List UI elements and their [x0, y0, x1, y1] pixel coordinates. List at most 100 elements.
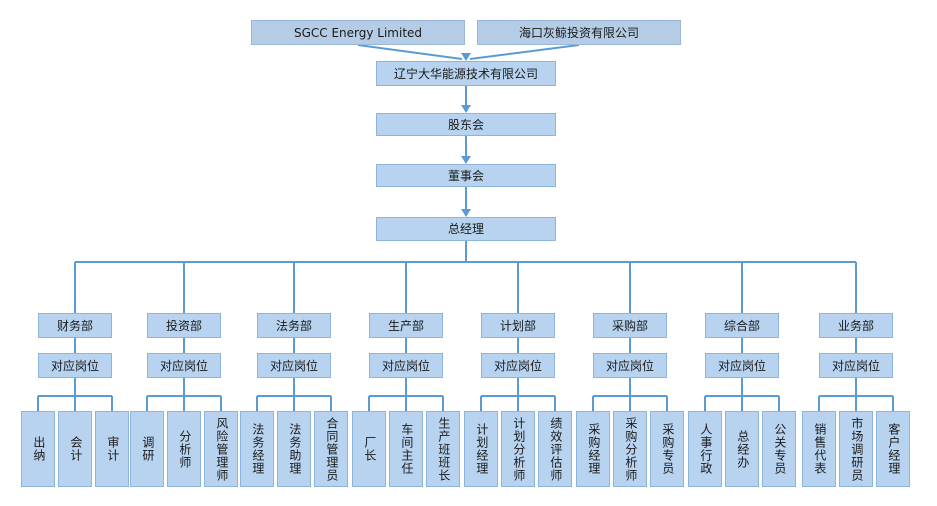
role-group-box-7-label: 对应岗位 [717, 358, 766, 373]
role-group-box-5: 对应岗位 [481, 353, 555, 378]
role-box-3-2-label: 法务助理 [287, 423, 302, 475]
company-box: 辽宁大华能源技术有限公司 [376, 61, 556, 86]
role-box-3-2: 法务助理 [277, 411, 311, 487]
role-box-3-3: 合同管理员 [314, 411, 348, 487]
role-box-1-3: 审计 [95, 411, 129, 487]
role-box-8-2: 市场调研员 [839, 411, 873, 487]
role-box-3-1: 法务经理 [240, 411, 274, 487]
arrowhead [461, 209, 471, 217]
role-box-2-3-label: 风险管理师 [214, 416, 229, 482]
role-box-6-3: 采购专员 [650, 411, 684, 487]
role-box-1-1-label: 出纳 [31, 436, 46, 462]
department-box-6: 采购部 [593, 313, 667, 338]
role-box-1-2: 会计 [58, 411, 92, 487]
department-box-5-label: 计划部 [499, 318, 536, 333]
department-box-5: 计划部 [481, 313, 555, 338]
role-box-6-2-label: 采购分析师 [623, 416, 638, 482]
arrowhead [461, 156, 471, 164]
arrowhead [461, 53, 471, 61]
owner-label-sgcc: SGCC Energy Limited [293, 25, 423, 40]
arrowhead [461, 105, 471, 113]
role-box-2-3: 风险管理师 [204, 411, 238, 487]
role-box-2-2-label: 分析师 [177, 429, 192, 469]
role-box-5-3-label: 绩效评估师 [548, 416, 563, 482]
role-box-7-3: 公关专员 [762, 411, 796, 487]
department-box-2-label: 投资部 [165, 318, 202, 333]
role-group-box-2-label: 对应岗位 [159, 358, 208, 373]
department-box-8-label: 业务部 [837, 318, 874, 333]
role-box-2-1: 调研 [130, 411, 164, 487]
role-box-3-3-label: 合同管理员 [324, 416, 339, 482]
role-box-5-3: 绩效评估师 [538, 411, 572, 487]
role-group-box-5-label: 对应岗位 [493, 358, 542, 373]
role-group-box-3-label: 对应岗位 [269, 358, 318, 373]
role-box-4-3-label: 生产班班长 [436, 416, 451, 482]
department-box-1-label: 财务部 [56, 318, 93, 333]
role-group-box-3: 对应岗位 [257, 353, 331, 378]
department-box-3: 法务部 [257, 313, 331, 338]
role-box-1-1: 出纳 [21, 411, 55, 487]
role-box-1-3-label: 审计 [105, 436, 120, 462]
role-box-5-1: 计划经理 [464, 411, 498, 487]
board-label: 董事会 [447, 168, 484, 183]
gm-label: 总经理 [447, 222, 484, 236]
department-box-6-label: 采购部 [611, 318, 648, 333]
role-group-box-2: 对应岗位 [147, 353, 221, 378]
role-box-7-2-label: 总经办 [735, 429, 750, 469]
role-box-6-1-label: 采购经理 [586, 423, 601, 475]
role-box-4-1-label: 厂长 [362, 436, 377, 462]
role-group-box-7: 对应岗位 [705, 353, 779, 378]
department-box-4-label: 生产部 [387, 318, 424, 333]
board-box: 董事会 [376, 164, 556, 187]
role-box-7-1-label: 人事行政 [698, 423, 713, 475]
connector-line-2 [469, 44, 580, 60]
owner-label-haikou: 海口灰鲸投资有限公司 [518, 25, 639, 40]
role-box-4-1: 厂长 [352, 411, 386, 487]
role-box-8-3: 客户经理 [876, 411, 910, 487]
role-group-box-6-label: 对应岗位 [605, 358, 654, 373]
department-box-3-label: 法务部 [275, 318, 312, 333]
role-group-box-1: 对应岗位 [38, 353, 112, 378]
role-group-box-1-label: 对应岗位 [50, 358, 99, 373]
role-box-7-1: 人事行政 [688, 411, 722, 487]
role-group-box-8-label: 对应岗位 [831, 358, 880, 373]
role-box-4-2: 车间主任 [389, 411, 423, 487]
department-box-1: 财务部 [38, 313, 112, 338]
department-box-2: 投资部 [147, 313, 221, 338]
role-box-8-3-label: 客户经理 [886, 423, 901, 475]
role-group-box-8: 对应岗位 [819, 353, 893, 378]
role-box-6-2: 采购分析师 [613, 411, 647, 487]
shareholders-label: 股东会 [447, 117, 484, 132]
role-box-6-1: 采购经理 [576, 411, 610, 487]
department-box-8: 业务部 [819, 313, 893, 338]
role-box-4-2-label: 车间主任 [399, 423, 414, 475]
role-box-2-1-label: 调研 [140, 436, 155, 462]
role-box-8-2-label: 市场调研员 [849, 416, 864, 482]
role-box-8-1: 销售代表 [802, 411, 836, 487]
role-box-8-1-label: 销售代表 [812, 423, 827, 475]
company-label: 辽宁大华能源技术有限公司 [393, 66, 538, 81]
role-box-3-1-label: 法务经理 [250, 423, 265, 475]
gm-box: 总经理 [376, 217, 556, 241]
role-box-7-3-label: 公关专员 [772, 423, 787, 475]
owner-box-sgcc: SGCC Energy Limited [251, 20, 465, 45]
role-box-7-2: 总经办 [725, 411, 759, 487]
department-box-4: 生产部 [369, 313, 443, 338]
role-box-2-2: 分析师 [167, 411, 201, 487]
department-box-7: 综合部 [705, 313, 779, 338]
owner-box-haikou: 海口灰鲸投资有限公司 [477, 20, 681, 45]
role-box-4-3: 生产班班长 [426, 411, 460, 487]
role-box-5-2: 计划分析师 [501, 411, 535, 487]
shareholders-box: 股东会 [376, 113, 556, 136]
department-box-7-label: 综合部 [723, 318, 760, 333]
role-group-box-4-label: 对应岗位 [381, 358, 430, 373]
role-box-5-1-label: 计划经理 [474, 423, 489, 475]
role-box-6-3-label: 采购专员 [660, 423, 675, 475]
role-group-box-4: 对应岗位 [369, 353, 443, 378]
role-box-1-2-label: 会计 [68, 436, 83, 462]
connector-line-1 [357, 44, 463, 60]
role-group-box-6: 对应岗位 [593, 353, 667, 378]
role-box-5-2-label: 计划分析师 [511, 416, 526, 482]
